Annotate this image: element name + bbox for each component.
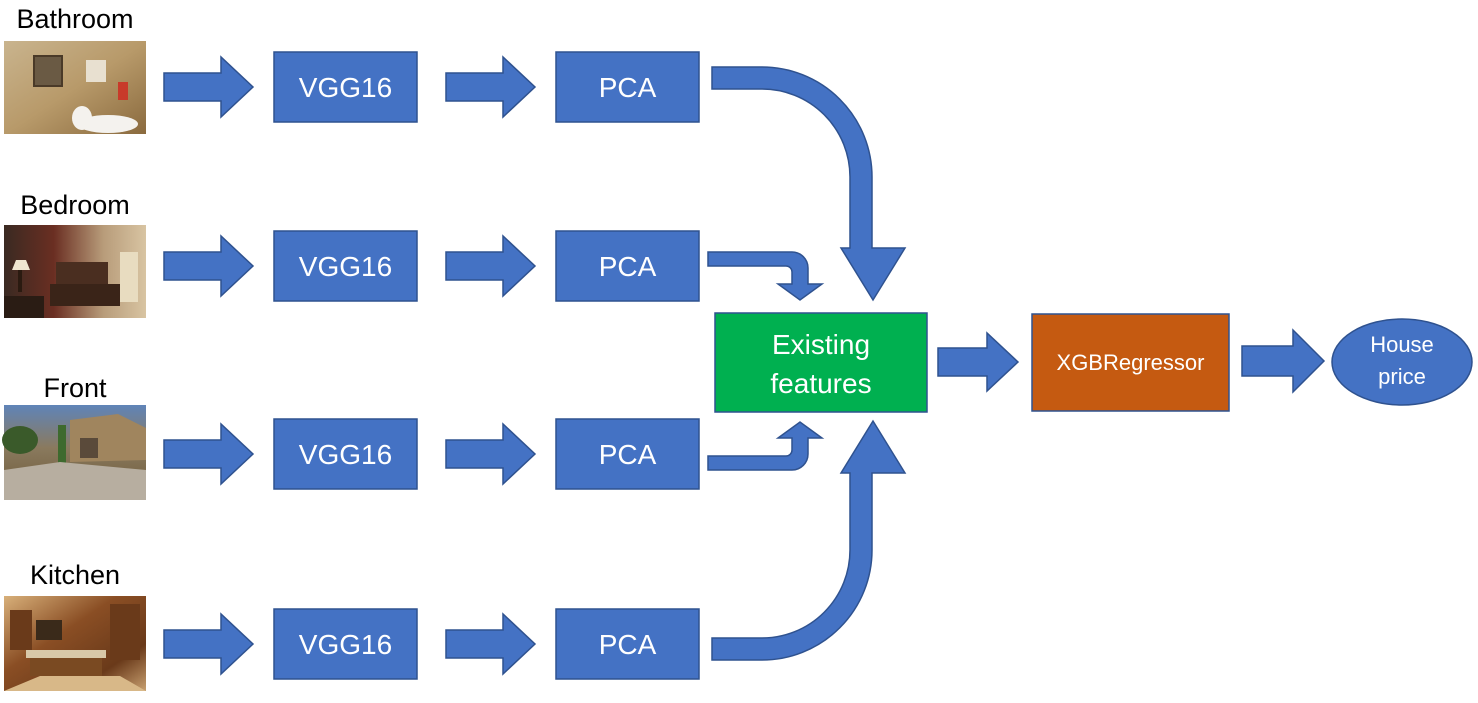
bedroom-photo (4, 225, 146, 318)
existing-features-box (714, 312, 928, 413)
pca-box-front (555, 418, 700, 490)
pca-label-kitchen: PCA (599, 629, 657, 660)
vgg16-label-kitchen: VGG16 (299, 629, 392, 660)
arrow-photo-to-vgg16-bathroom (163, 55, 255, 119)
row-label-bedroom: Bedroom (20, 190, 130, 220)
vgg16-label-bathroom: VGG16 (299, 72, 392, 103)
pca-label-bathroom: PCA (599, 72, 657, 103)
front-photo (2, 405, 146, 500)
arrow-to-output (1241, 328, 1326, 394)
kitchen-photo (4, 596, 146, 691)
arrow-photo-to-vgg16-bedroom (163, 234, 255, 298)
pca-label-bedroom: PCA (599, 251, 657, 282)
existing-features-line2: features (770, 368, 871, 399)
vgg16-label-bedroom: VGG16 (299, 251, 392, 282)
bathroom-photo (4, 41, 146, 134)
pca-box-bedroom (555, 230, 700, 302)
vgg16-box-bathroom (273, 51, 418, 123)
curved-arrow-kitchen (711, 419, 907, 661)
pca-label-front: PCA (599, 439, 657, 470)
pca-box-bathroom (555, 51, 700, 123)
vgg16-label-front: VGG16 (299, 439, 392, 470)
regressor-box (1031, 313, 1230, 412)
arrow-photo-to-vgg16-front (163, 422, 255, 486)
curved-arrow-bedroom (707, 251, 825, 301)
curved-arrow-bathroom (711, 66, 907, 302)
existing-features-line1: Existing (772, 329, 870, 360)
arrow-vgg16-to-pca-kitchen (445, 612, 537, 676)
vgg16-box-bedroom (273, 230, 418, 302)
curved-arrow-front (707, 421, 825, 471)
row-label-kitchen: Kitchen (30, 560, 120, 590)
house-price-oval (1331, 318, 1473, 406)
row-label-front: Front (43, 373, 107, 403)
arrow-photo-to-vgg16-kitchen (163, 612, 255, 676)
arrow-to-regressor (937, 331, 1020, 393)
arrow-vgg16-to-pca-front (445, 422, 537, 486)
vgg16-box-kitchen (273, 608, 418, 680)
pca-box-kitchen (555, 608, 700, 680)
house-price-line2: price (1378, 364, 1426, 389)
house-price-line1: House (1370, 332, 1434, 357)
regressor-label: XGBRegressor (1057, 350, 1205, 375)
row-label-bathroom: Bathroom (16, 4, 133, 34)
vgg16-box-front (273, 418, 418, 490)
arrow-vgg16-to-pca-bedroom (445, 234, 537, 298)
arrow-vgg16-to-pca-bathroom (445, 55, 537, 119)
